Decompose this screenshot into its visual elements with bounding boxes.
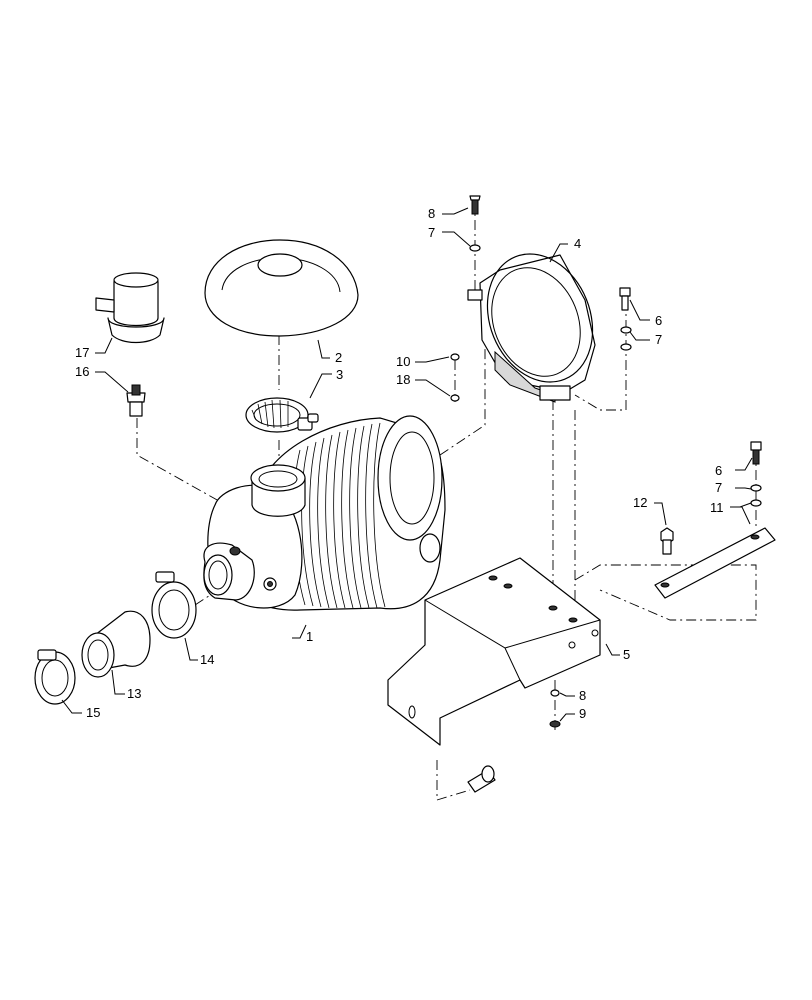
hose-clamp-middle — [151, 571, 197, 639]
precleaner-cap — [204, 239, 359, 337]
callout-15: 15 — [86, 705, 100, 720]
callout-7-lower-right: 7 — [715, 480, 722, 495]
mounting-band — [467, 253, 596, 403]
callout-17: 17 — [75, 345, 89, 360]
callout-6-upper: 6 — [655, 313, 662, 328]
callout-10: 10 — [396, 354, 410, 369]
mounting-bracket — [387, 557, 601, 746]
indicator-adapter — [131, 384, 141, 396]
restriction-indicator — [95, 272, 165, 417]
callout-1: 1 — [306, 629, 313, 644]
hose-clamp-lower — [34, 649, 76, 705]
callout-5: 5 — [623, 647, 630, 662]
callout-8-lower: 8 — [579, 688, 586, 703]
fasteners — [450, 195, 762, 793]
outlet-hose-clamp — [245, 397, 319, 433]
callout-13: 13 — [127, 686, 141, 701]
callout-12: 12 — [633, 495, 647, 510]
callout-4: 4 — [574, 236, 581, 251]
callout-7-upper-right: 7 — [655, 332, 662, 347]
inlet-hose — [81, 610, 151, 678]
callout-3: 3 — [336, 367, 343, 382]
callout-11: 11 — [710, 500, 724, 515]
callout-8-top: 8 — [428, 206, 435, 221]
callout-2: 2 — [335, 350, 342, 365]
callout-labels: 1 2 3 4 5 6 6 7 7 7 8 8 9 10 11 12 13 14… — [75, 206, 724, 721]
callout-6-lower: 6 — [715, 463, 722, 478]
callout-9: 9 — [579, 706, 586, 721]
leader-lines — [61, 207, 753, 722]
callout-14: 14 — [200, 652, 214, 667]
air-cleaner-housing — [203, 415, 446, 611]
callout-18: 18 — [396, 372, 410, 387]
callout-16: 16 — [75, 364, 89, 379]
callout-7-top: 7 — [428, 225, 435, 240]
strap-bracket — [654, 527, 776, 599]
